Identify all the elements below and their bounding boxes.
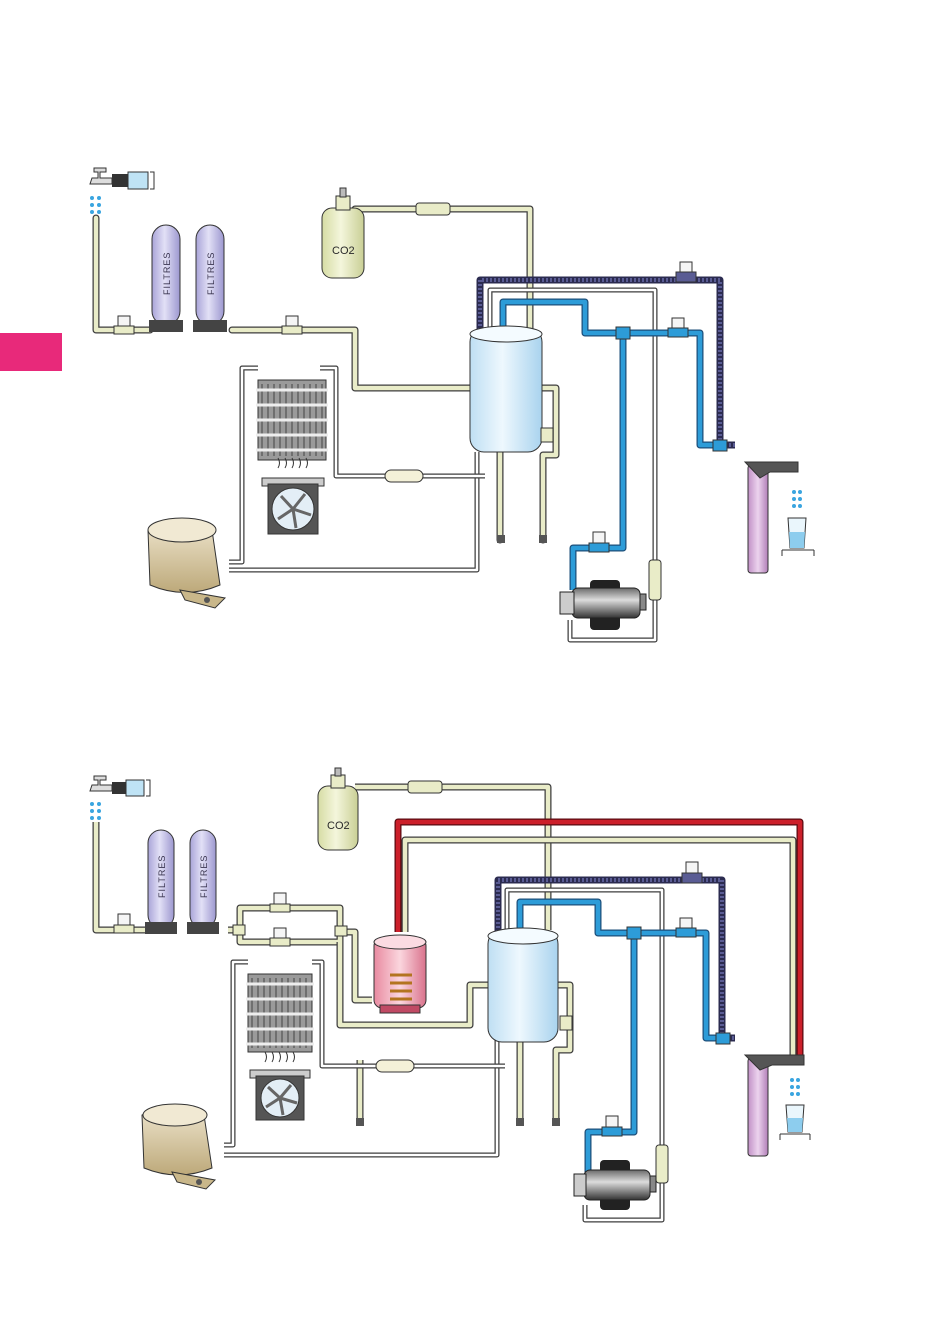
filter-cartridge-bottom-2: FILTRES (187, 830, 219, 934)
valve-icon (602, 1116, 622, 1136)
tee-fitting-icon (716, 1033, 730, 1044)
glass-icon-bottom (780, 1105, 810, 1140)
tee-fitting-icon (335, 926, 347, 936)
co2-cylinder-bottom: CO2 (318, 768, 358, 850)
compressor-top (148, 518, 225, 608)
valve-icon (682, 862, 702, 883)
valve-icon (114, 914, 134, 933)
tap-icon-bottom (90, 776, 150, 820)
compressor-bottom (142, 1104, 215, 1189)
tee-fitting-icon (627, 927, 641, 939)
coupling-icon (656, 1145, 668, 1183)
filter-cartridge-bottom-1: FILTRES (145, 830, 177, 934)
filter-label: FILTRES (162, 252, 172, 295)
tee-fitting-icon (713, 440, 727, 451)
tee-fitting-icon (233, 925, 245, 935)
co2-label: CO2 (327, 820, 350, 832)
co2-label: CO2 (332, 245, 355, 257)
tee-fitting-icon (616, 327, 630, 339)
condenser-coil-bottom (246, 974, 314, 1052)
fan-icon-top (262, 458, 324, 534)
valve-icon (676, 918, 696, 937)
diagram-bottom: FILTRES FILTRES CO2 (90, 768, 810, 1220)
filter-cartridge-top-1: FILTRES (149, 225, 183, 332)
filter-drier-bottom (376, 1060, 414, 1072)
valve-icon (270, 928, 290, 946)
glass-icon-top (782, 518, 814, 556)
hot-water-heater-bottom (374, 935, 426, 1013)
valve-icon (589, 532, 609, 552)
filter-label: FILTRES (199, 855, 209, 898)
valve-icon (668, 318, 688, 337)
tap-icon-top (90, 168, 154, 214)
coupling-icon (649, 560, 661, 600)
filter-cartridge-top-2: FILTRES (193, 225, 227, 332)
fan-icon-bottom (250, 1052, 310, 1120)
valve-icon (676, 262, 696, 282)
valve-icon (114, 316, 134, 334)
valve-icon (282, 316, 302, 334)
coupling-icon (408, 781, 442, 793)
co2-cylinder-top: CO2 (322, 188, 364, 278)
valve-icon (270, 893, 290, 912)
filter-label: FILTRES (157, 855, 167, 898)
coupling-icon (416, 203, 450, 215)
filter-label: FILTRES (206, 252, 216, 295)
diagram-top: FILTRES FILTRES CO2 (90, 168, 814, 640)
filter-drier-top (385, 470, 423, 482)
condenser-coil-top (256, 380, 328, 460)
